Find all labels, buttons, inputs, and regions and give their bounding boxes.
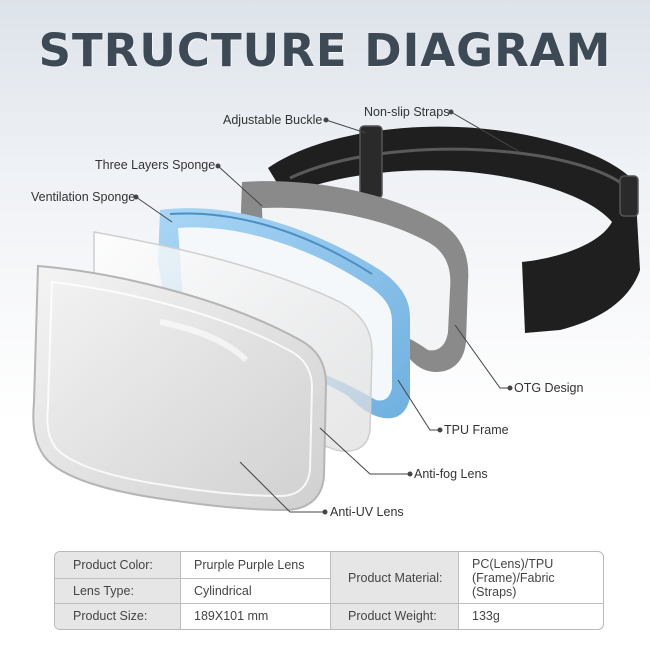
- spec-value-product-material: PC(Lens)/TPU (Frame)/Fabric (Straps): [472, 556, 555, 599]
- spec-value-product-weight: 133g: [472, 609, 500, 623]
- spec-label-product-material: Product Material:: [330, 552, 458, 603]
- callout-tpu-frame: TPU Frame: [444, 423, 509, 437]
- callout-otg-design: OTG Design: [514, 381, 584, 395]
- callout-adjustable-buckle: Adjustable Buckle: [223, 113, 323, 127]
- non-slip-strap: [268, 125, 640, 333]
- callout-three-layers-sponge: Three Layers Sponge: [95, 158, 216, 172]
- spec-label-lens-type: Lens Type:: [55, 578, 180, 603]
- callout-anti-uv-lens: Anti-UV Lens: [330, 505, 404, 519]
- strap-buckle: [359, 125, 383, 199]
- spec-label-product-size: Product Size:: [55, 603, 180, 629]
- spec-label-product-color: Product Color:: [55, 552, 180, 578]
- callout-non-slip-straps: Non-slip Straps: [364, 105, 450, 119]
- spec-value-lens-type: Cylindrical: [194, 583, 252, 598]
- callout-anti-fog-lens: Anti-fog Lens: [414, 467, 488, 481]
- spec-label-product-weight: Product Weight:: [330, 603, 458, 629]
- callout-ventilation-sponge: Ventilation Sponge: [31, 190, 136, 204]
- spec-value-product-size: 189X101 mm: [194, 609, 269, 623]
- callout-lines: [133, 109, 521, 515]
- specs-table: Product Color: Prurple Purple Lens Lens …: [54, 551, 604, 630]
- page-title: STRUCTURE DIAGRAM: [38, 24, 612, 77]
- spec-value-product-color: Prurple Purple Lens: [194, 558, 305, 572]
